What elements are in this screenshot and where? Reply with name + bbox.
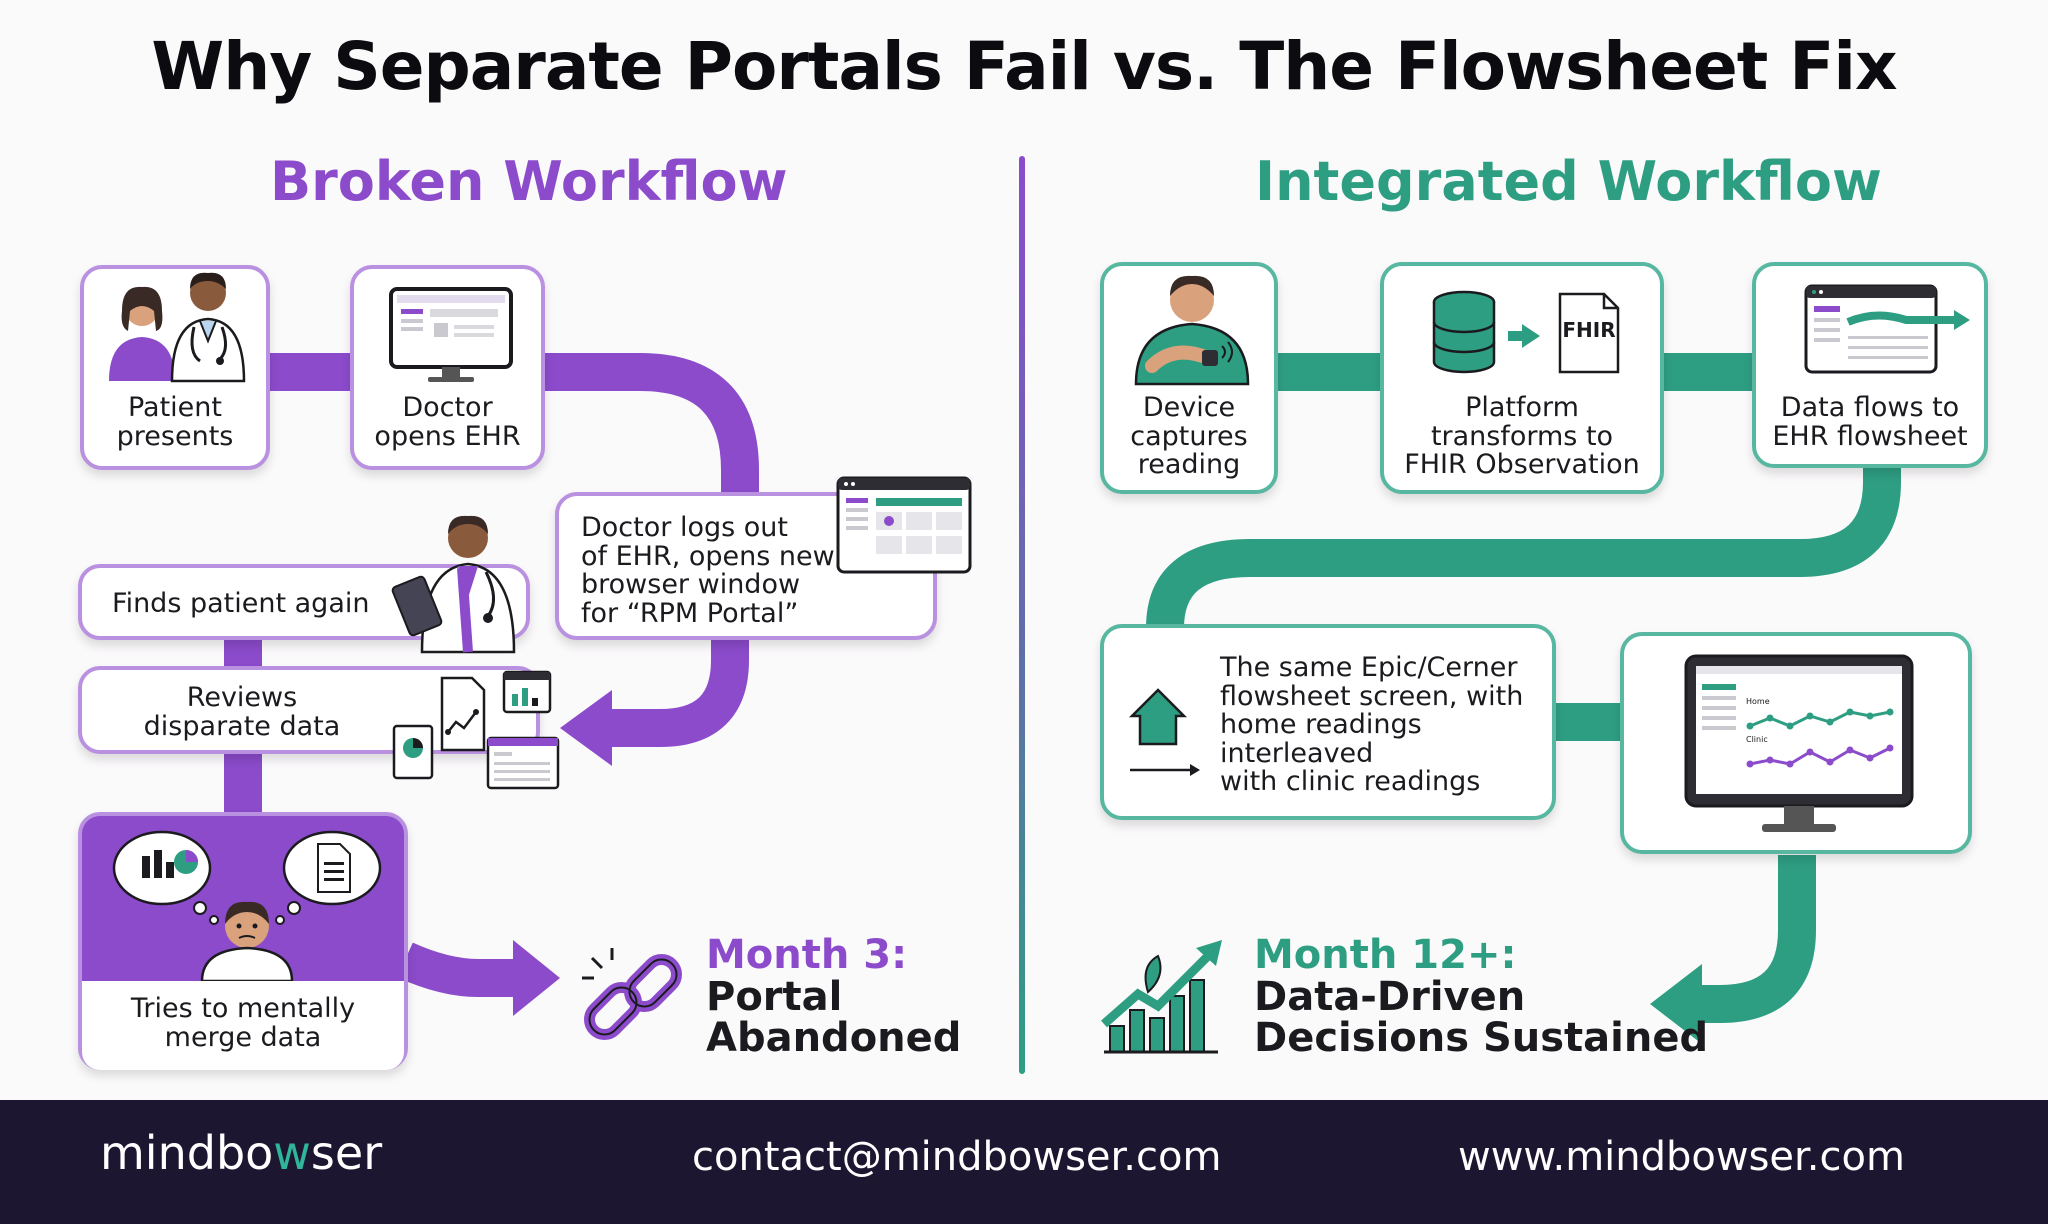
connector-flows-to-same [1146, 468, 1901, 629]
patient-doctor-icon [109, 272, 246, 383]
step-flowsheet-monitor: Home Clinic [1620, 632, 1972, 854]
broken-chain-icon [582, 948, 682, 1040]
scattered-documents-icon [392, 670, 560, 790]
data-flows-label: Data flows to EHR flowsheet [1772, 392, 1968, 452]
finds-patient-label: Finds patient again [112, 588, 370, 619]
fhir-doc-label: FHIR [1562, 318, 1616, 342]
connector-monitor-to-outcome [1700, 855, 1816, 1023]
connector-merge-outcome [397, 942, 515, 997]
page-title: Why Separate Portals Fail vs. The Flowsh… [151, 28, 1897, 105]
rpm-portal-window-icon [836, 476, 972, 574]
patient-wearable-icon [1134, 275, 1250, 386]
arrow-to-outcome [513, 940, 560, 1016]
device-label: Device captures reading [1130, 392, 1248, 481]
merge-label-panel: Tries to mentally merge data [82, 981, 404, 1070]
broken-workflow-heading: Broken Workflow [270, 150, 788, 213]
integrated-workflow-heading: Integrated Workflow [1255, 150, 1882, 213]
chart-label-home: Home [1746, 697, 1770, 706]
confused-doctor-icon [112, 830, 382, 983]
footer-bar: mindbowser contact@mindbowser.com www.mi… [0, 1100, 2048, 1224]
connector-ehr-to-logout [540, 353, 759, 492]
ehr-monitor-icon [389, 287, 513, 382]
step-merge-data: Tries to mentally merge data [78, 812, 408, 1070]
flowsheet-arrow-icon [1804, 284, 1970, 374]
chart-label-clinic: Clinic [1746, 735, 1768, 744]
mindbowser-logo[interactable]: mindbowser [100, 1126, 383, 1180]
reviews-label: Reviews disparate data [143, 682, 341, 742]
growth-chart-icon [1101, 940, 1222, 1054]
doctor-opens-ehr-label: Doctor opens EHR [374, 392, 521, 452]
logs-out-label: Doctor logs out of EHR, opens new browse… [581, 512, 835, 629]
arrow-to-sustained [1650, 964, 1702, 1044]
merge-label: Tries to mentally merge data [130, 993, 356, 1053]
flowsheet-monitor-icon [1684, 654, 1914, 832]
step-data-flows: Data flows to EHR flowsheet [1752, 262, 1988, 468]
contact-email-link[interactable]: contact@mindbowser.com [692, 1134, 1222, 1180]
platform-label: Platform transforms to FHIR Observation [1404, 392, 1640, 481]
step-platform-transforms: FHIR Platform transforms to FHIR Observa… [1380, 262, 1664, 494]
step-doctor-opens-ehr: Doctor opens EHR [350, 265, 545, 470]
step-patient-presents: Patient presents [80, 265, 270, 470]
connector-logout-to-reviews [610, 640, 749, 747]
step-device-captures: Device captures reading [1100, 262, 1278, 494]
broken-outcome: Month 3: Portal Abandoned [706, 932, 962, 1062]
database-to-fhir-icon [1432, 290, 1620, 374]
website-link[interactable]: www.mindbowser.com [1458, 1134, 1905, 1180]
arrow-to-reviews [560, 690, 612, 766]
patient-presents-label: Patient presents [116, 392, 234, 452]
same-flowsheet-label: The same Epic/Cerner flowsheet screen, w… [1220, 652, 1524, 798]
integrated-outcome: Month 12+: Data-Driven Decisions Sustain… [1254, 932, 1709, 1062]
center-divider [1019, 156, 1025, 1074]
step-same-flowsheet: The same Epic/Cerner flowsheet screen, w… [1100, 624, 1556, 820]
doctor-tablet-icon [391, 515, 516, 654]
home-arrow-icon [1128, 688, 1200, 776]
